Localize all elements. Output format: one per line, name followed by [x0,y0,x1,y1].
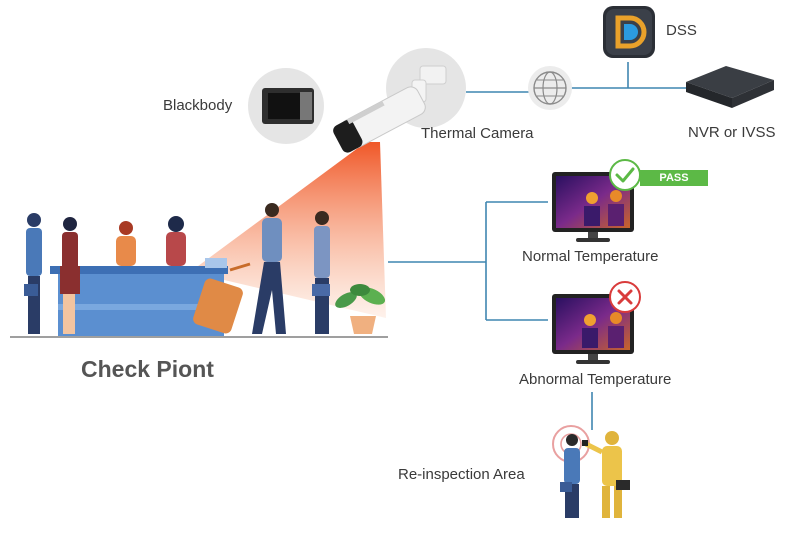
thermal-beam [190,142,386,318]
staff-person-4 [166,216,186,266]
reinspection-area-label: Re-inspection Area [398,466,525,483]
suitcase-icon [193,262,251,334]
check-counter [10,258,388,338]
staff-person-2 [60,217,80,334]
cross-icon [609,281,641,313]
staff-person-1 [24,213,42,334]
normal-temperature-label: Normal Temperature [522,248,659,265]
pass-badge: PASS [640,170,708,186]
traveler-1 [252,203,286,334]
staff-person-3 [116,221,136,266]
checkpoint-label: Check Piont [81,356,214,382]
monitor-normal-icon [552,172,634,242]
dss-app-icon [603,6,655,58]
connection-lines [388,62,688,430]
nvr-device-icon [686,66,774,108]
reinspection-scene [552,425,630,518]
check-icon [609,159,641,191]
nvr-label: NVR or IVSS [688,124,776,141]
traveler-2 [312,211,330,334]
globe-network-icon [528,66,572,110]
blackbody-icon [248,68,324,144]
plant-icon [335,284,386,334]
thermal-camera-icon [333,48,466,153]
dss-label: DSS [666,22,697,39]
thermal-camera-label: Thermal Camera [421,125,534,142]
abnormal-temperature-label: Abnormal Temperature [519,371,672,388]
blackbody-label: Blackbody [163,97,233,114]
